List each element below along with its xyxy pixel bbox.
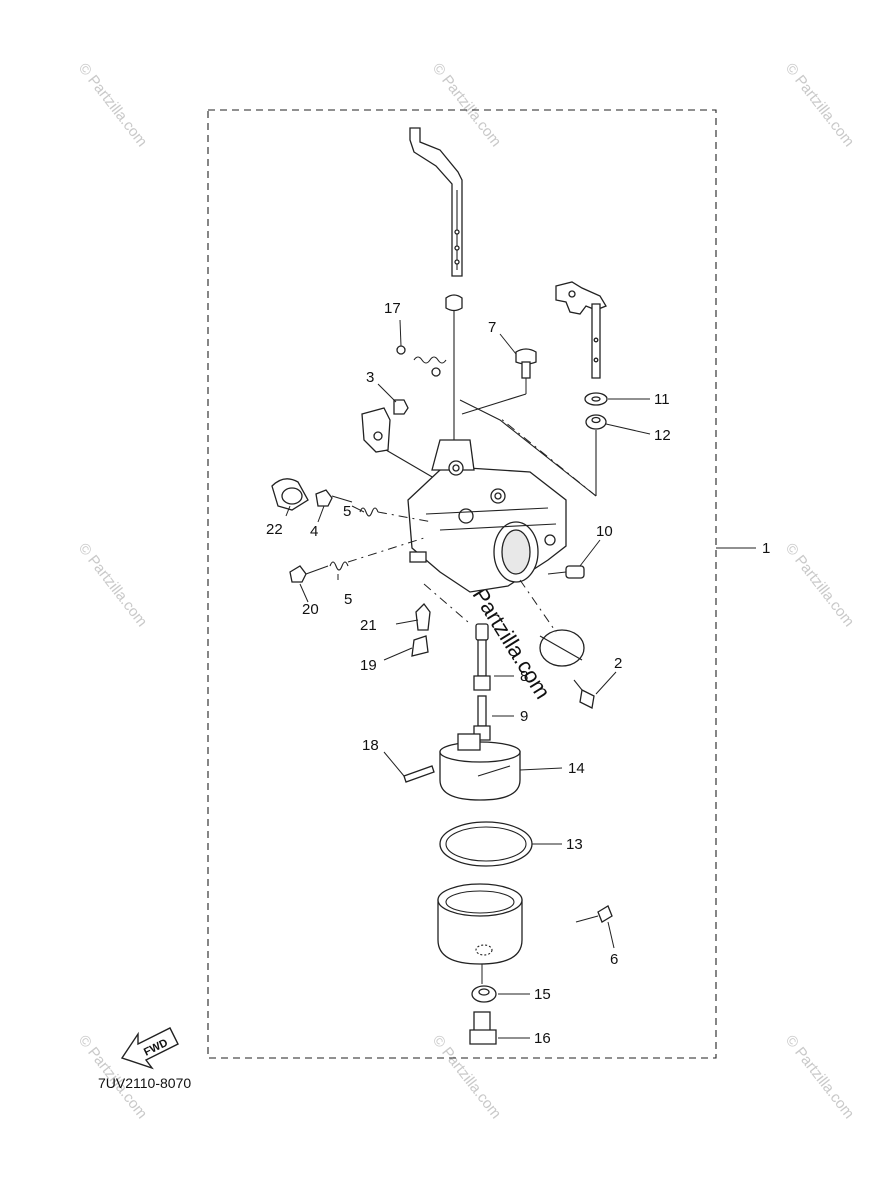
watermark: © Partzilla.com: [429, 1032, 505, 1122]
callout-13: 13: [566, 836, 583, 853]
cover-plate: [361, 399, 435, 479]
watermark: © Partzilla.com: [429, 60, 505, 150]
throttle-plate: [519, 579, 595, 709]
carburetor-body: [407, 399, 597, 593]
drain-screw: [547, 565, 585, 579]
callout-8: 8: [520, 668, 528, 685]
callout-10: 10: [596, 523, 613, 540]
choke-lever: [555, 281, 607, 379]
drain-bolt: [469, 985, 497, 1045]
callout-20: 20: [302, 601, 319, 618]
callout-4: 4: [310, 523, 318, 540]
callout-11: 11: [654, 391, 670, 408]
watermark: © Partzilla.com: [782, 1032, 858, 1122]
callout-3: 3: [366, 369, 374, 386]
fwd-arrow-icon: FWD: [120, 1027, 179, 1070]
callout-14: 14: [568, 760, 585, 777]
callout-22: 22: [266, 521, 283, 538]
callout-5b: 5: [344, 591, 352, 608]
bowl-screw: [575, 905, 613, 923]
throttle-lever: [409, 127, 463, 470]
callout-15: 15: [534, 986, 551, 1003]
callout-1: 1: [762, 540, 770, 557]
watermark: © Partzilla.com: [782, 540, 858, 630]
idle-spring: [396, 345, 447, 377]
callout-16: 16: [534, 1030, 551, 1047]
assembly-frame: [207, 109, 717, 1059]
float-bowl: [437, 883, 523, 984]
float: [439, 733, 521, 801]
callout-5a: 5: [343, 503, 351, 520]
callouts: 1 2 3 4 5 5 6 7 8 9 10 11 12 13 14 15 16…: [266, 300, 770, 1047]
pilot-screw: [461, 348, 537, 415]
callout-19: 19: [360, 657, 377, 674]
main-jet: [473, 623, 491, 741]
watermark: © Partzilla.com: [782, 60, 858, 150]
diagram-code: 7UV2110-8070: [98, 1075, 191, 1091]
callout-18: 18: [362, 737, 379, 754]
callout-9: 9: [520, 708, 528, 725]
callout-7: 7: [488, 319, 496, 336]
choke-washers: [499, 392, 608, 497]
callout-17: 17: [384, 300, 401, 317]
leader-lines: [285, 319, 651, 1039]
watermark: © Partzilla.com: [75, 540, 151, 630]
mixture-screws: [271, 478, 433, 583]
float-pin: [403, 765, 435, 783]
callout-21: 21: [360, 617, 377, 634]
gasket-ring: [439, 821, 533, 867]
callout-12: 12: [654, 427, 671, 444]
callout-6: 6: [610, 951, 618, 968]
watermark: © Partzilla.com: [75, 60, 151, 150]
float-needle: [411, 583, 469, 657]
callout-2: 2: [614, 655, 622, 672]
